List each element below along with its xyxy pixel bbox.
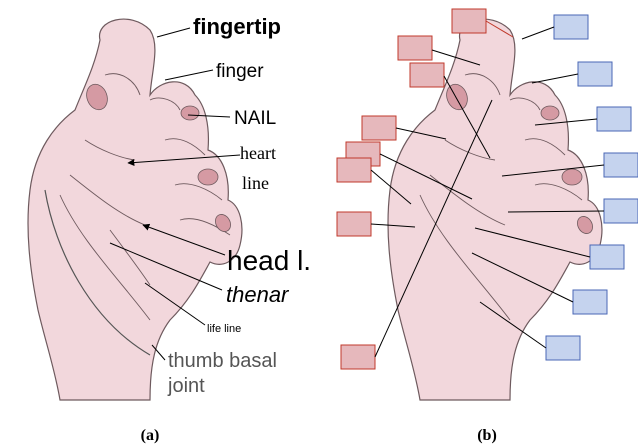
red-box-6: [337, 158, 371, 182]
blue-leader-1: [522, 27, 554, 39]
label-finger: finger: [216, 61, 264, 82]
blue-box-1: [554, 15, 588, 39]
label-thenar: thenar: [226, 282, 290, 307]
nail-a-3: [198, 169, 218, 185]
caption-b: (b): [477, 427, 497, 444]
panel-b: (b): [337, 9, 638, 444]
label-thumb-basal-2: joint: [167, 375, 205, 397]
blue-box-3: [597, 107, 631, 131]
red-box-3: [410, 63, 444, 87]
nail-a-2: [181, 106, 199, 120]
label-heart-line-1: heart: [240, 143, 276, 163]
blue-box-5: [604, 199, 638, 223]
leader-finger: [165, 70, 213, 80]
label-nail: NAIL: [234, 108, 276, 129]
red-box-1: [452, 9, 486, 33]
blue-box-2: [578, 62, 612, 86]
label-thumb-basal-1: thumb basal: [168, 350, 277, 372]
label-fingertip: fingertip: [193, 14, 281, 39]
blue-box-4: [604, 153, 638, 177]
panel-a: fingertip finger NAIL heart line head l.…: [28, 14, 311, 444]
leader-fingertip: [157, 28, 190, 37]
blue-leader-2: [532, 74, 578, 83]
nail-b-2: [541, 106, 559, 120]
caption-a: (a): [141, 427, 160, 444]
red-box-4: [362, 116, 396, 140]
blue-box-8: [546, 336, 580, 360]
label-head-line: head l.: [227, 245, 311, 276]
label-life-line: life line: [207, 323, 241, 335]
nail-b-3: [562, 169, 582, 185]
red-box-2: [398, 36, 432, 60]
label-heart-line-2: line: [242, 173, 269, 193]
red-box-8: [341, 345, 375, 369]
red-box-7: [337, 212, 371, 236]
hand-silhouette-a: [28, 19, 242, 400]
blue-box-7: [573, 290, 607, 314]
blue-box-6: [590, 245, 624, 269]
